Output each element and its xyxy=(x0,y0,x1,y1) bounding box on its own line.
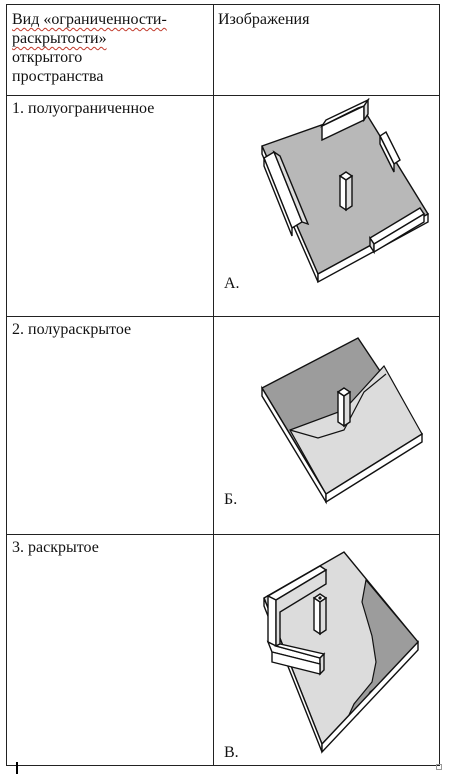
header-type-line1: Вид «ограниченности- xyxy=(12,11,167,28)
figure-c-letter: В. xyxy=(224,744,239,761)
row-2-label: 2. полураскрытое xyxy=(12,321,132,338)
header-images-cell: Изображения xyxy=(218,11,310,28)
table-border-left xyxy=(6,4,7,766)
column-divider xyxy=(213,4,214,766)
table-border-right xyxy=(439,4,440,766)
header-type-line4: пространства xyxy=(12,68,104,85)
table-border-top xyxy=(6,4,440,5)
table-border-bottom xyxy=(6,765,440,766)
row-divider-1 xyxy=(6,316,440,317)
figure-b-semi-open xyxy=(261,337,423,505)
row-divider-2 xyxy=(6,534,440,535)
figure-a-semi-bounded xyxy=(261,97,429,284)
figure-a-letter: А. xyxy=(224,275,240,292)
text-cursor xyxy=(16,762,18,774)
row-divider-header xyxy=(6,95,440,96)
figure-b-letter: Б. xyxy=(224,491,238,508)
header-type-line3: открытого xyxy=(12,49,83,66)
row-1-label: 1. полуограниченное xyxy=(12,100,155,117)
resize-handle[interactable] xyxy=(436,764,442,770)
typology-table: Вид «ограниченности- раскрытости» открыт… xyxy=(6,4,440,766)
figure-c-open xyxy=(263,551,419,754)
row-3-label: 3. раскрытое xyxy=(12,539,99,556)
header-type-cell: Вид «ограниченности- раскрытости» открыт… xyxy=(12,10,210,86)
header-type-line2: раскрытости» xyxy=(12,30,107,47)
